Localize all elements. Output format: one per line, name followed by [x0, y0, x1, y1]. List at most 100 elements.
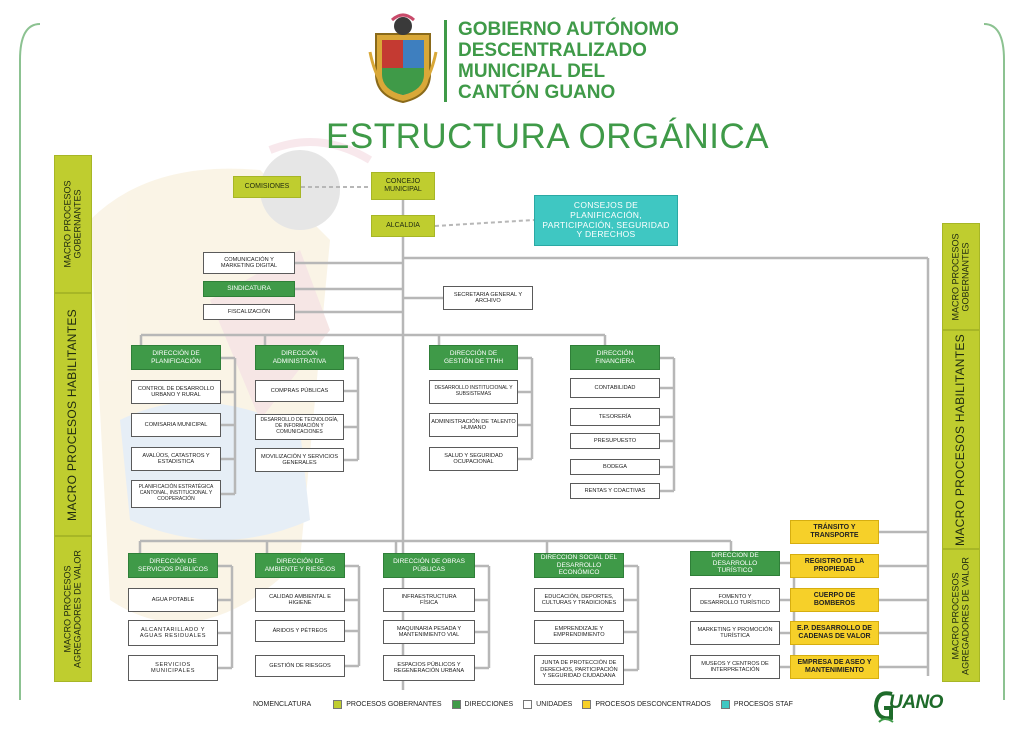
box-label: PLANIFICACIÓN ESTRATÉGICA CANTONAL, INST… — [138, 484, 214, 502]
unit-box[interactable]: MOVILIZACIÓN Y SERVICIOS GENERALES — [255, 448, 344, 472]
side-label-text: MACRO PROCESOS AGREGADORES DE VALOR — [950, 556, 971, 675]
legend-title: NOMENCLATURA — [253, 701, 312, 708]
guano-g-logo-icon — [873, 691, 894, 723]
alcaldia-box[interactable]: ALCALDIA — [371, 215, 435, 237]
unit-box[interactable]: CONTROL DE DESARROLLO URBANO Y RURAL — [131, 380, 221, 404]
box-label: CONTABILIDAD — [594, 384, 636, 391]
box-label: MUSEOS Y CENTROS DE INTERPRETACIÓN — [701, 660, 769, 673]
comunicacion-box[interactable]: COMUNICACIÓN Y MARKETING DIGITAL — [203, 252, 295, 274]
org-name-line: DESCENTRALIZADO — [458, 39, 647, 61]
organization-name: GOBIERNO AUTÓNOMO DESCENTRALIZADO MUNICI… — [458, 19, 679, 104]
unit-box[interactable]: ALCANTARILLADO Y AGUAS RESIDUALES — [128, 620, 218, 646]
unit-box[interactable]: AVALÚOS, CATASTROS Y ESTADISTICA — [131, 447, 221, 471]
box-label: ÁRIDOS Y PÉTREOS — [272, 627, 328, 634]
unit-box[interactable]: MARKETING Y PROMOCIÓN TURÍSTICA — [690, 621, 780, 645]
legend-item: PROCESOS GOBERNANTES — [333, 700, 442, 709]
direccion-administrativa-box[interactable]: DIRECCIÓN ADMINISTRATIVA — [255, 345, 344, 370]
fiscalizacion-box[interactable]: FISCALIZACIÓN — [203, 304, 295, 320]
side-label-right-habilitantes: MACRO PROCESOS HABILITANTES — [942, 330, 980, 549]
desconcentrado-box[interactable]: REGISTRO DE LA PROPIEDAD — [790, 554, 879, 578]
direccion-desarrollo-turistico-box[interactable]: DIRECCIÓN DE DESARROLLO TURÍSTICO — [690, 551, 780, 576]
unit-box[interactable]: MUSEOS Y CENTROS DE INTERPRETACIÓN — [690, 655, 780, 679]
unit-box[interactable]: ÁRIDOS Y PÉTREOS — [255, 620, 345, 642]
legend-swatch — [582, 700, 592, 709]
box-label: DIRECCIÓN DE SERVICIOS PÚBLICOS — [138, 558, 208, 573]
comisiones-box[interactable]: COMISIONES — [233, 176, 301, 198]
desconcentrado-box[interactable]: E.P. DESARROLLO DE CADENAS DE VALOR — [790, 621, 879, 645]
sindicatura-box[interactable]: SINDICATURA — [203, 281, 295, 297]
unit-box[interactable]: TESORERÍA — [570, 408, 660, 426]
direccion-servicios-publicos-box[interactable]: DIRECCIÓN DE SERVICIOS PÚBLICOS — [128, 553, 218, 578]
desconcentrado-box[interactable]: CUERPO DE BOMBEROS — [790, 588, 879, 612]
box-label: DIRECCIÓN FINANCIERA — [595, 350, 635, 365]
box-label: COMISARIA MUNICIPAL — [144, 421, 208, 428]
unit-box[interactable]: GESTIÓN DE RIESGOS — [255, 655, 345, 677]
unit-box[interactable]: INFRAESTRUCTURA FÍSICA — [383, 588, 475, 612]
box-label: E.P. DESARROLLO DE CADENAS DE VALOR — [797, 624, 872, 640]
unit-box[interactable]: COMPRAS PÚBLICAS — [255, 380, 344, 402]
consejos-staf-box[interactable]: CONSEJOS DE PLANIFICACIÓN, PARTICIPACIÓN… — [534, 195, 678, 246]
unit-box[interactable]: CALIDAD AMBIENTAL E HIGIENE — [255, 588, 345, 612]
unit-box[interactable]: CONTABILIDAD — [570, 378, 660, 398]
side-label-left-gobernantes: MACRO PROCESOS GOBERNANTES — [54, 155, 92, 293]
box-label: ADMINISTRACIÓN DE TALENTO HUMANO — [431, 418, 516, 431]
box-label: MOVILIZACIÓN Y SERVICIOS GENERALES — [260, 453, 339, 466]
box-label: DESARROLLO INSTITUCIONAL Y SUBSISTEMAS — [434, 385, 513, 397]
box-label: EMPRESA DE ASEO Y MANTENIMIENTO — [797, 658, 872, 674]
unit-box[interactable]: COMISARIA MUNICIPAL — [131, 413, 221, 437]
box-label: FOMENTO Y DESARROLLO TURÍSTICO — [700, 593, 770, 606]
direccion-financiera-box[interactable]: DIRECCIÓN FINANCIERA — [570, 345, 660, 370]
unit-box[interactable]: PRESUPUESTO — [570, 433, 660, 449]
unit-box[interactable]: ESPACIOS PÚBLICOS Y REGENERACIÓN URBANA — [383, 655, 475, 681]
box-label: ESPACIOS PÚBLICOS Y REGENERACIÓN URBANA — [393, 661, 465, 674]
legend-swatch — [720, 700, 730, 709]
side-label-text: MACRO PROCESOS HABILITANTES — [65, 308, 80, 521]
box-label: TESORERÍA — [598, 413, 632, 420]
unit-box[interactable]: EDUCACIÓN, DEPORTES, CULTURAS Y TRADICIO… — [534, 588, 624, 612]
org-name-line: GOBIERNO AUTÓNOMO — [458, 19, 679, 40]
legend-item: UNIDADES — [523, 700, 572, 709]
box-label: FISCALIZACIÓN — [227, 308, 271, 315]
unit-box[interactable]: PLANIFICACIÓN ESTRATÉGICA CANTONAL, INST… — [131, 480, 221, 508]
box-label: COMISIONES — [244, 182, 290, 190]
unit-box[interactable]: DESARROLLO DE TECNOLOGÍA, DE INFORMACIÓN… — [255, 414, 344, 440]
municipal-crest-icon — [368, 13, 438, 104]
direccion-talento-humano-box[interactable]: DIRECCIÓN DE GESTIÓN DE TTHH — [429, 345, 518, 370]
guano-logo-text: UANO — [889, 692, 943, 713]
box-label: DIRECCIÓN ADMINISTRATIVA — [272, 350, 327, 365]
box-label: INFRAESTRUCTURA FÍSICA — [401, 593, 457, 606]
side-label-right-agregadores: MACRO PROCESOS AGREGADORES DE VALOR — [942, 549, 980, 682]
unit-box[interactable]: EMPRENDIZAJE Y EMPRENDIMIENTO — [534, 620, 624, 644]
box-label: AGUA POTABLE — [151, 596, 195, 603]
unit-box[interactable]: FOMENTO Y DESARROLLO TURÍSTICO — [690, 588, 780, 612]
direccion-ambiente-riesgos-box[interactable]: DIRECCIÓN DE AMBIENTE Y RIESGOS — [255, 553, 345, 578]
direccion-obras-publicas-box[interactable]: DIRECCIÓN DE OBRAS PÚBLICAS — [383, 553, 475, 578]
legend-item-label: UNIDADES — [536, 701, 573, 708]
box-label: CUERPO DE BOMBEROS — [813, 591, 856, 607]
box-label: CONSEJOS DE PLANIFICACIÓN, PARTICIPACIÓN… — [542, 199, 670, 240]
box-label: COMPRAS PÚBLICAS — [270, 387, 329, 394]
concejo-municipal-box[interactable]: CONCEJO MUNICIPAL — [371, 172, 435, 200]
unit-box[interactable]: ADMINISTRACIÓN DE TALENTO HUMANO — [429, 413, 518, 437]
secretaria-box[interactable]: SECRETARIA GENERAL Y ARCHIVO — [443, 286, 533, 310]
desconcentrado-box[interactable]: TRÁNSITO Y TRANSPORTE — [790, 520, 879, 544]
legend-item: DIRECCIONES — [451, 700, 513, 709]
side-label-right-gobernantes: MACRO PROCESOS GOBERNANTES — [942, 223, 980, 330]
box-label: SALUD Y SEGURIDAD OCUPACIONAL — [444, 452, 503, 465]
unit-box[interactable]: RENTAS Y COACTIVAS — [570, 483, 660, 499]
unit-box[interactable]: SALUD Y SEGURIDAD OCUPACIONAL — [429, 447, 518, 471]
legend-item: PROCESOS DESCONCENTRADOS — [582, 700, 711, 709]
unit-box[interactable]: AGUA POTABLE — [128, 588, 218, 612]
unit-box[interactable]: BODEGA — [570, 459, 660, 475]
direccion-planificacion-box[interactable]: DIRECCIÓN DE PLANIFICACIÓN — [131, 345, 221, 370]
unit-box[interactable]: DESARROLLO INSTITUCIONAL Y SUBSISTEMAS — [429, 380, 518, 404]
box-label: BODEGA — [603, 463, 627, 470]
box-label: DIRECCIÓN DE PLANIFICACIÓN — [151, 350, 201, 365]
unit-box[interactable]: SERVICIOS MUNICIPALES — [128, 655, 218, 681]
unit-box[interactable]: MAQUINARIA PESADA Y MANTENIMIENTO VIAL — [383, 620, 475, 644]
direccion-social-box[interactable]: DIRECCIÓN SOCIAL DEL DESARROLLO ECONÓMIC… — [534, 553, 624, 578]
unit-box[interactable]: JUNTA DE PROTECCIÓN DE DERECHOS, PARTICI… — [534, 655, 624, 685]
desconcentrado-box[interactable]: EMPRESA DE ASEO Y MANTENIMIENTO — [790, 655, 879, 679]
